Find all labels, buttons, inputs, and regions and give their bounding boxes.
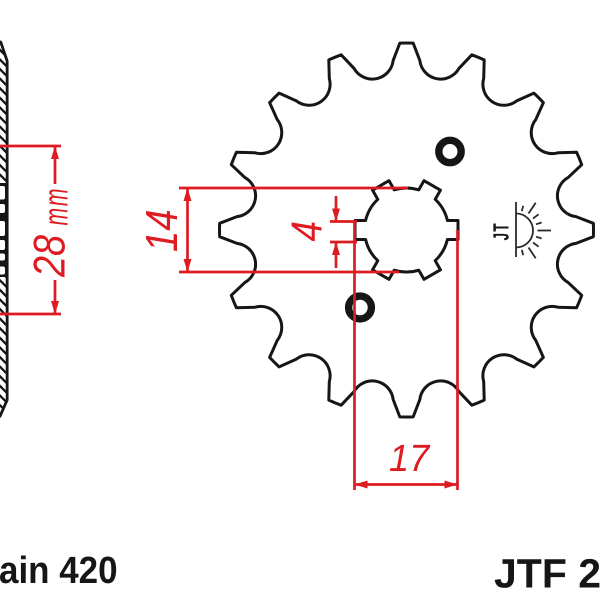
svg-text:JT: JT — [489, 222, 514, 240]
svg-text:28: 28 — [26, 235, 75, 278]
svg-text:JTF 249: JTF 249 — [494, 551, 600, 597]
svg-text:mm: mm — [38, 187, 76, 226]
svg-text:4: 4 — [284, 221, 332, 242]
svg-text:17: 17 — [389, 438, 431, 480]
svg-text:Chain 420: Chain 420 — [0, 550, 118, 592]
svg-text:14: 14 — [136, 209, 187, 252]
